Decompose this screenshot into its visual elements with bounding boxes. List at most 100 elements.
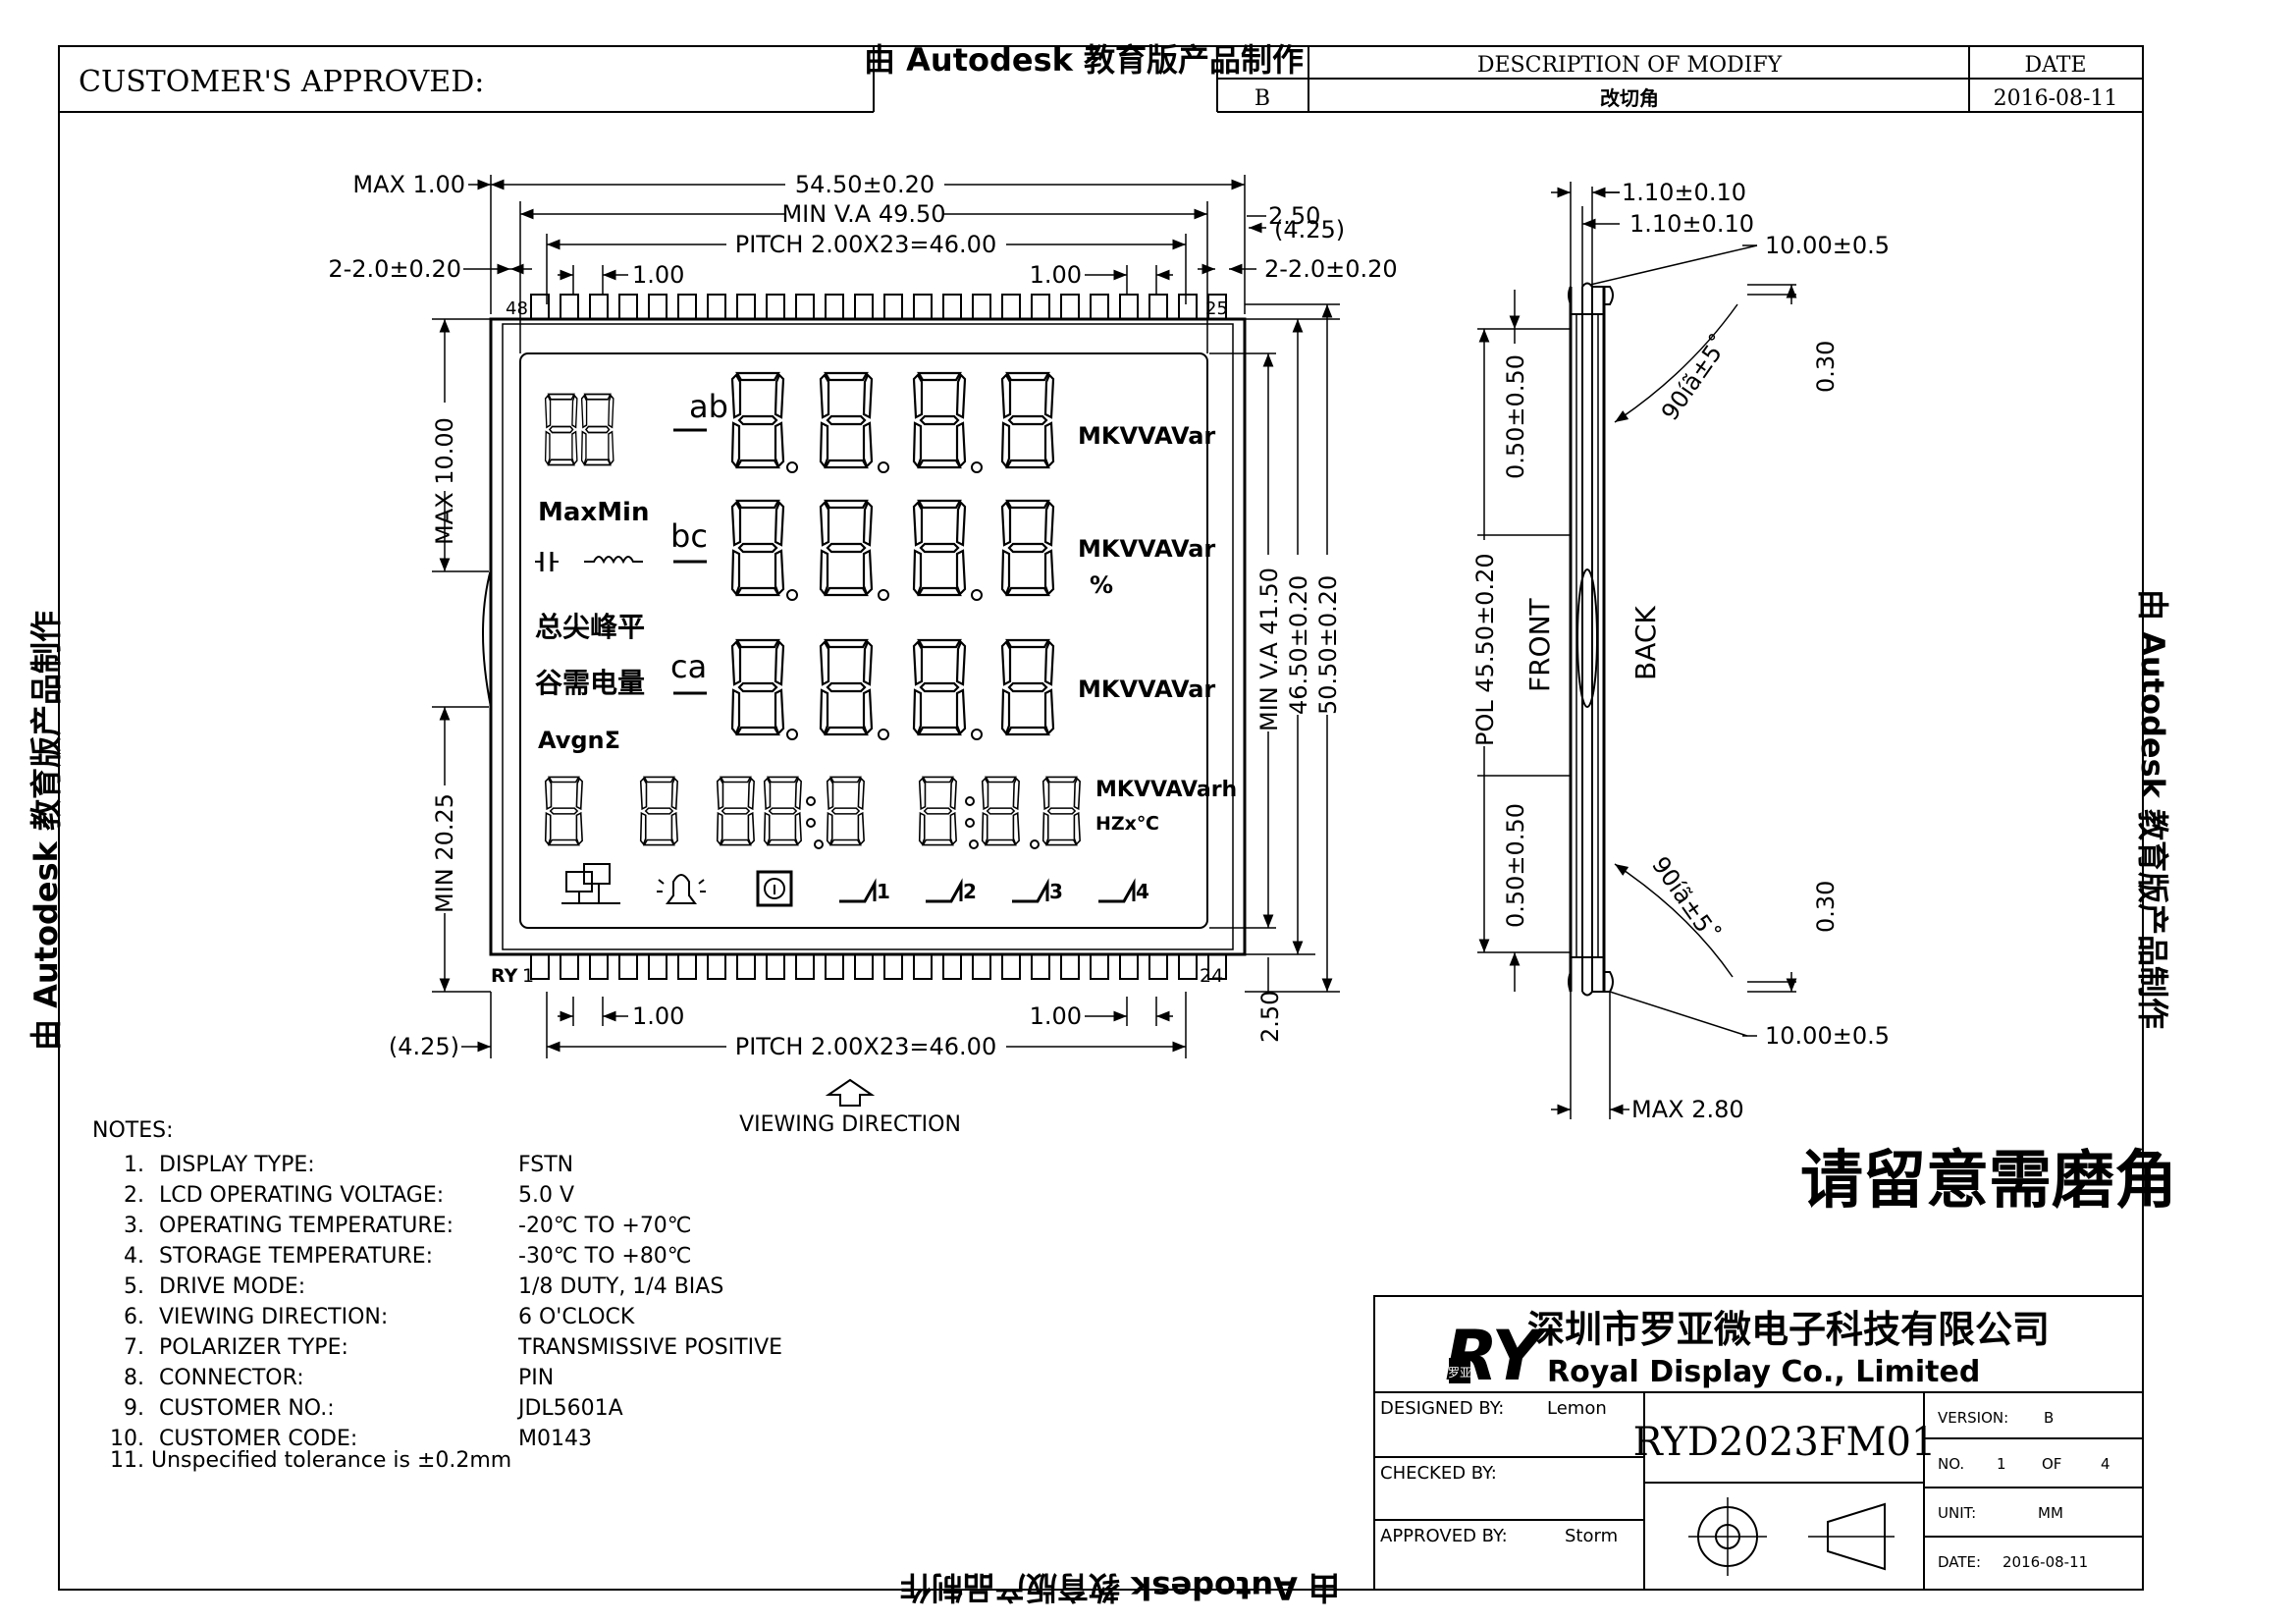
note-number: 10. <box>110 1427 144 1451</box>
pin <box>942 953 962 980</box>
digit <box>544 776 583 846</box>
title-block: RY 罗亚 深圳市罗亚微电子科技有限公司 Royal Display Co., … <box>1373 1295 2144 1591</box>
side-dim-030-bottom: 0.30 <box>1812 881 1840 933</box>
units-row3: MKVVAVar <box>1078 676 1215 703</box>
dim-min-2025: MIN 20.25 <box>431 793 458 913</box>
front-label: FRONT <box>1523 597 1556 692</box>
note-value: JDL5601A <box>516 1396 623 1421</box>
pin <box>1178 294 1198 320</box>
version-label: VERSION: <box>1938 1409 2008 1427</box>
note-number: 6. <box>124 1305 144 1329</box>
dim-gap-top-right: 1.00 <box>1030 261 1082 289</box>
pin <box>883 953 903 980</box>
dim-min-va: MIN V.A 49.50 <box>781 200 945 228</box>
pin <box>677 294 697 320</box>
pin <box>677 953 697 980</box>
network-icon <box>561 863 620 904</box>
note-number: 2. <box>124 1183 144 1208</box>
note-label: OPERATING TEMPERATURE: <box>159 1214 454 1238</box>
pin <box>1119 953 1139 980</box>
pin <box>589 953 609 980</box>
side-dim-030-top: 0.30 <box>1812 341 1840 393</box>
pin-25-label: 25 <box>1205 298 1228 319</box>
title-date-label: DATE: <box>1938 1553 1981 1571</box>
note-number: 3. <box>124 1214 144 1238</box>
dim-right-250: 2.50 <box>1268 202 1320 230</box>
ry-mark: RY <box>491 965 518 987</box>
pin <box>1207 953 1227 980</box>
revision-description: 改切角 <box>1600 86 1659 110</box>
digit <box>981 776 1020 846</box>
pin <box>795 953 815 980</box>
tariff-icon <box>1098 878 1136 903</box>
note-number: 5. <box>124 1274 144 1299</box>
note-11: 11. Unspecified tolerance is ±0.2mm <box>110 1448 511 1473</box>
date-header: DATE <box>2024 53 2086 78</box>
sheet-no-value: 1 <box>1997 1455 2006 1473</box>
pin-row-top <box>530 294 1227 320</box>
note-value: -30℃ TO +80℃ <box>518 1244 692 1269</box>
pin <box>795 294 815 320</box>
pin <box>560 294 579 320</box>
pin <box>766 294 785 320</box>
side-angle-top: 90íã±5˚ <box>1656 330 1735 425</box>
note-label: CUSTOMER NO.: <box>159 1396 335 1421</box>
inductor-icon <box>584 556 643 565</box>
note-label: POLARIZER TYPE: <box>159 1335 348 1360</box>
digit <box>1041 776 1081 846</box>
digit <box>716 776 755 846</box>
pin <box>707 294 726 320</box>
pin-1-label: 1 <box>522 965 534 987</box>
company-logo: RY 罗亚 <box>1445 1316 1547 1396</box>
note-value: -20℃ TO +70℃ <box>518 1214 692 1238</box>
note-label: STORAGE TEMPERATURE: <box>159 1244 433 1269</box>
pin <box>1148 953 1168 980</box>
tariff-icon <box>1012 878 1049 903</box>
revision-date: 2016-08-11 <box>1994 86 2118 111</box>
lcd-label-bc: bc <box>670 517 708 555</box>
side-view: 1.10±0.10 1.10±0.10 10.00±0.5 0.30 90íã±… <box>1471 179 1890 1123</box>
dim-pitch-bottom: PITCH 2.00X23=46.00 <box>735 1033 996 1060</box>
dim-overall-width: 54.50±0.20 <box>795 171 934 198</box>
grind-corner-note: 请留意需磨角 <box>1800 1145 2177 1217</box>
note-label: CONNECTOR: <box>159 1366 304 1390</box>
pin <box>972 953 991 980</box>
info-icon <box>756 870 793 907</box>
side-dim-110-b: 1.10±0.10 <box>1629 210 1754 238</box>
pin <box>1001 953 1021 980</box>
digit <box>826 776 865 846</box>
pin <box>1031 294 1050 320</box>
notes-title: NOTES: <box>92 1118 174 1143</box>
side-dim-1000-bottom: 10.00±0.5 <box>1765 1022 1890 1050</box>
pin-row-bottom <box>530 953 1227 980</box>
dim-max-10: MAX 10.00 <box>431 417 458 545</box>
revision-letter: B <box>1255 86 1270 111</box>
watermark-left: 由 Autodesk 教育版产品制作 <box>27 611 65 1051</box>
pin-24-label: 24 <box>1200 965 1223 987</box>
part-number: RYD2023FM01 <box>1633 1420 1937 1465</box>
note-number: 9. <box>124 1396 144 1421</box>
note-value: PIN <box>518 1366 554 1390</box>
tariff-icon <box>839 878 877 903</box>
dim-height-5050: 50.50±0.20 <box>1314 575 1342 715</box>
note-label: CUSTOMER CODE: <box>159 1427 357 1451</box>
pin <box>736 953 756 980</box>
dim-gap-top-left: 1.00 <box>632 261 684 289</box>
sheet-border <box>58 45 2144 1591</box>
side-dim-110-a: 1.10±0.10 <box>1622 179 1746 206</box>
units-row2: MKVVAVar <box>1078 535 1215 563</box>
digit <box>918 776 957 846</box>
dim-pitch-top: PITCH 2.00X23=46.00 <box>735 231 996 258</box>
dim-pin-width-left: 2-2.0±0.20 <box>328 255 461 283</box>
pin <box>1090 953 1109 980</box>
designed-by-label: DESIGNED BY: <box>1380 1398 1504 1419</box>
note-value: M0143 <box>518 1427 592 1451</box>
approved-by-value: Storm <box>1565 1526 1618 1546</box>
tariff-icon <box>926 878 963 903</box>
dim-gap-bottom-left: 1.00 <box>632 1002 684 1030</box>
capacitor-icon <box>535 552 559 571</box>
pin <box>736 294 756 320</box>
pin <box>942 294 962 320</box>
pin <box>825 294 844 320</box>
note-value: 6 O'CLOCK <box>518 1305 635 1329</box>
